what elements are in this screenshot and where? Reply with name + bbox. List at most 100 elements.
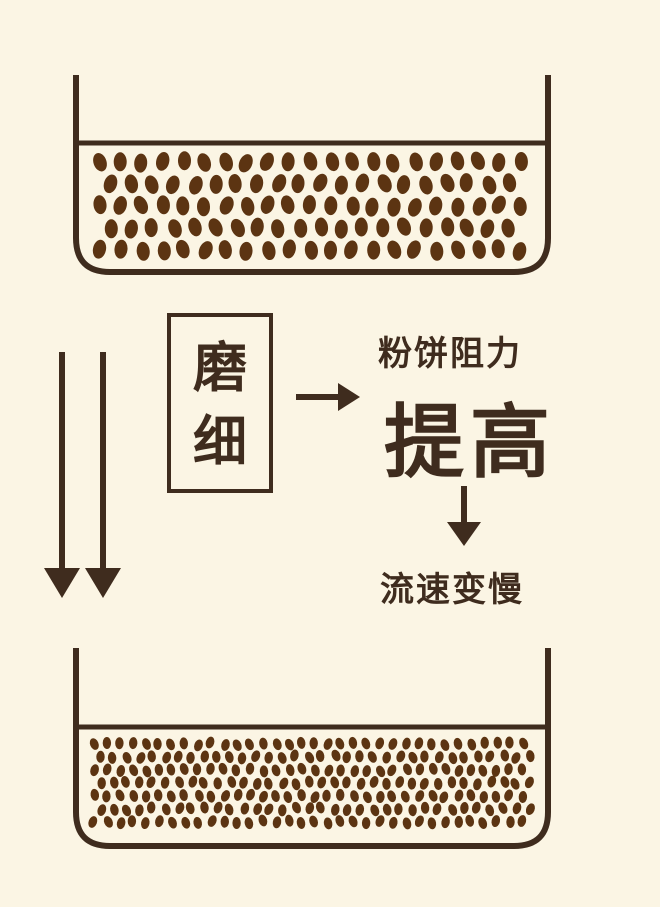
coffee-ground — [314, 217, 329, 237]
coffee-ground — [264, 751, 273, 764]
coffee-ground — [115, 789, 125, 802]
coffee-ground — [441, 816, 450, 829]
coffee-ground — [315, 801, 325, 814]
coffee-ground — [447, 776, 457, 789]
coffee-ground — [200, 750, 210, 763]
coffee-ground — [244, 738, 254, 751]
coffee-ground — [220, 815, 230, 828]
coffee-ground — [491, 815, 501, 828]
coffee-ground — [97, 777, 106, 790]
coffee-ground — [467, 738, 477, 751]
coffee-ground — [280, 195, 295, 215]
coffee-ground — [153, 738, 162, 750]
coffee-ground — [348, 736, 358, 749]
coffee-ground — [472, 197, 487, 216]
coffee-ground — [271, 219, 285, 239]
coffee-ground — [110, 776, 119, 789]
coffee-ground — [141, 790, 151, 803]
coffee-ground — [146, 801, 156, 814]
coffee-ground — [465, 814, 475, 827]
coffee-ground — [207, 815, 217, 827]
coffee-ground — [178, 151, 191, 171]
coffee-ground — [414, 737, 424, 750]
coffee-ground — [113, 196, 127, 215]
coffee-ground — [250, 174, 264, 194]
coffee-ground — [230, 218, 245, 238]
coffee-ground — [128, 737, 138, 750]
coffee-ground — [278, 804, 287, 817]
coffee-ground — [168, 816, 177, 829]
coffee-ground — [127, 815, 137, 828]
coffee-ground — [115, 737, 124, 750]
coffee-ground — [362, 791, 372, 804]
coffee-ground — [334, 219, 348, 239]
coffee-ground — [102, 737, 112, 749]
coffee-ground — [361, 817, 371, 830]
coffee-ground — [122, 751, 132, 764]
coffee-ground — [524, 776, 534, 789]
coffee-ground — [420, 801, 430, 814]
coffee-ground — [93, 152, 107, 172]
coffee-ground — [350, 790, 359, 802]
coffee-ground — [144, 175, 159, 194]
bottom-container — [73, 648, 551, 849]
coffee-ground — [510, 778, 520, 790]
coffee-ground — [408, 804, 417, 817]
coffee-ground — [470, 151, 485, 170]
coffee-ground — [133, 195, 149, 215]
coffee-ground — [513, 197, 527, 216]
coffee-ground — [492, 153, 506, 172]
coffee-ground — [245, 762, 255, 775]
coffee-ground — [272, 174, 287, 193]
coffee-ground — [367, 240, 381, 260]
coarse-coffee-bed — [92, 151, 528, 261]
coffee-ground — [387, 197, 401, 217]
coffee-ground — [493, 736, 503, 749]
coffee-ground — [189, 176, 203, 195]
coffee-ground — [453, 737, 463, 750]
coffee-ground — [480, 736, 489, 749]
coffee-ground — [142, 738, 151, 750]
grind-char-1: 磨 — [193, 336, 247, 399]
coffee-ground — [208, 218, 223, 237]
coffee-ground — [512, 802, 522, 815]
coffee-ground — [153, 789, 163, 802]
coffee-ground — [144, 218, 158, 238]
coffee-ground — [323, 817, 333, 830]
coffee-ground — [441, 763, 451, 775]
coffee-ground — [367, 152, 381, 172]
coffee-ground — [96, 750, 105, 763]
coffee-ground — [197, 153, 212, 172]
coffee-ground — [427, 738, 436, 751]
grind-finer-label: 磨 细 — [171, 331, 269, 479]
coffee-ground — [253, 803, 263, 815]
coffee-ground — [331, 803, 340, 816]
coffee-ground — [377, 174, 392, 193]
coffee-ground — [294, 218, 308, 238]
coffee-ground — [429, 152, 443, 172]
coffee-ground — [175, 239, 190, 259]
coffee-ground — [478, 764, 488, 777]
coffee-ground — [219, 196, 234, 215]
coffee-ground — [434, 751, 444, 764]
coffee-ground — [259, 152, 274, 171]
coffee-ground — [244, 817, 254, 830]
coffee-ground — [113, 152, 127, 172]
coffee-ground — [355, 803, 365, 816]
coffee-ground — [375, 815, 385, 827]
coffee-ground — [471, 801, 481, 814]
coffee-ground — [271, 790, 280, 803]
coffee-ground — [221, 739, 230, 751]
coffee-ground — [323, 240, 338, 260]
coffee-ground — [459, 218, 474, 237]
coffee-ground — [142, 765, 152, 778]
coffee-ground — [433, 778, 443, 790]
coffee-ground — [454, 765, 464, 777]
flow-slower-label: 流速变慢 — [380, 570, 524, 610]
coffee-ground — [387, 790, 397, 803]
coffee-ground — [179, 789, 188, 802]
coffee-ground — [241, 197, 255, 216]
double-down-arrow-icon — [44, 352, 121, 598]
coffee-ground — [311, 764, 320, 777]
coffee-ground — [277, 752, 287, 764]
